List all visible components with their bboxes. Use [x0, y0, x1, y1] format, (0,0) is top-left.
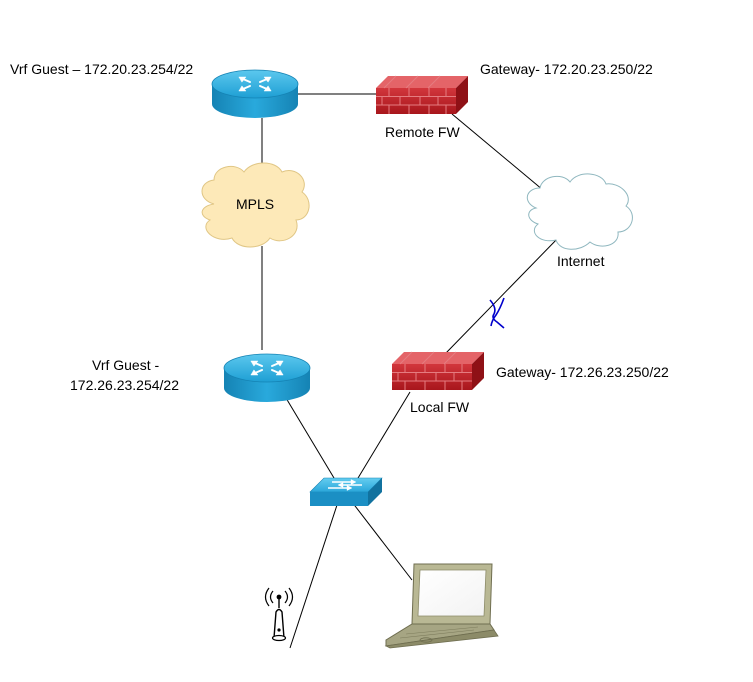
local-fw-label: Local FW: [410, 399, 470, 415]
remote-router-label: Vrf Guest – 172.20.23.254/22: [10, 61, 194, 77]
local-router-label-line2: 172.26.23.254/22: [70, 377, 179, 393]
local-gateway-label: Gateway- 172.26.23.250/22: [496, 364, 669, 380]
links: [261, 93, 561, 649]
local-router-icon[interactable]: [223, 353, 311, 402]
remote-gateway-label: Gateway- 172.20.23.250/22: [480, 61, 653, 77]
switch-icon[interactable]: [309, 477, 383, 506]
link-local-router-switch: [285, 397, 341, 489]
local-fw-icon[interactable]: [392, 351, 484, 390]
remote-router-icon[interactable]: [211, 69, 299, 118]
broken-link-mark: [489, 297, 505, 329]
local-router-label-line1: Vrf Guest -: [92, 357, 160, 373]
link-internet-local-fw: [445, 235, 561, 354]
link-switch-laptop: [351, 501, 413, 581]
internet-label: Internet: [557, 253, 605, 269]
remote-fw-label: Remote FW: [385, 124, 460, 140]
internet-cloud: [526, 173, 633, 250]
laptop-icon[interactable]: [384, 563, 499, 649]
link-switch-access-point: [289, 501, 339, 649]
access-point-icon[interactable]: [264, 587, 294, 642]
mpls-cloud: [201, 162, 310, 248]
link-local-fw-switch: [351, 391, 411, 489]
mpls-label: MPLS: [236, 196, 275, 212]
link-remote-fw-internet: [451, 113, 544, 191]
remote-fw-icon[interactable]: [376, 75, 468, 114]
